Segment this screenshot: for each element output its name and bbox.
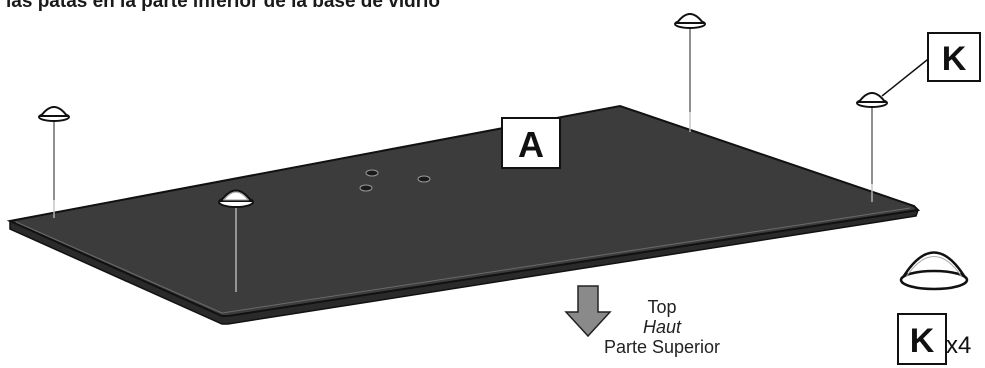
- glass-bevel: [15, 207, 911, 314]
- down-arrow-icon: [564, 285, 612, 338]
- hole: [365, 169, 379, 177]
- hole: [359, 184, 373, 192]
- leader-line: [881, 55, 933, 97]
- foot-top-left: [38, 106, 70, 122]
- foot-top-center: [674, 13, 706, 29]
- foot-front: [218, 189, 254, 208]
- quantity-label: x4: [946, 332, 972, 359]
- orientation-en: Top: [647, 297, 677, 317]
- orientation-es: Parte Superior: [603, 337, 721, 357]
- glass-base: [6, 104, 921, 325]
- part-label-a: A: [501, 117, 561, 169]
- glass-top-face: [6, 104, 921, 317]
- part-letter-a: A: [518, 124, 544, 165]
- part-letter-k: K: [942, 40, 967, 78]
- orientation-label: Top Haut Parte Superior: [592, 297, 732, 357]
- foot-large: [899, 251, 969, 291]
- guide-lines: [53, 28, 873, 292]
- orientation-fr: Haut: [642, 317, 682, 337]
- part-label-k-qty: K: [897, 313, 947, 365]
- foot-top-right: [856, 92, 888, 108]
- part-letter-k-qty: K: [910, 322, 935, 360]
- part-label-k: K: [927, 32, 981, 82]
- hole: [417, 175, 431, 183]
- instruction-caption: las patas en la parte inferior de la bas…: [6, 0, 440, 12]
